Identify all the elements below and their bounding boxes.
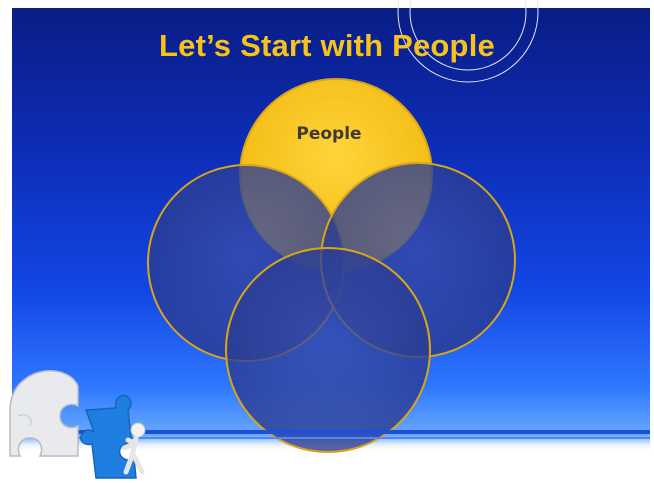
venn-label-people: People bbox=[296, 124, 361, 144]
venn-circle-bottom bbox=[225, 247, 431, 453]
puzzle-figure-icon bbox=[9, 370, 146, 479]
slide-title: Let’s Start with People bbox=[159, 28, 495, 63]
divider-line-thin bbox=[12, 437, 650, 439]
bottom-divider bbox=[12, 430, 650, 442]
divider-line-thick bbox=[12, 430, 650, 434]
